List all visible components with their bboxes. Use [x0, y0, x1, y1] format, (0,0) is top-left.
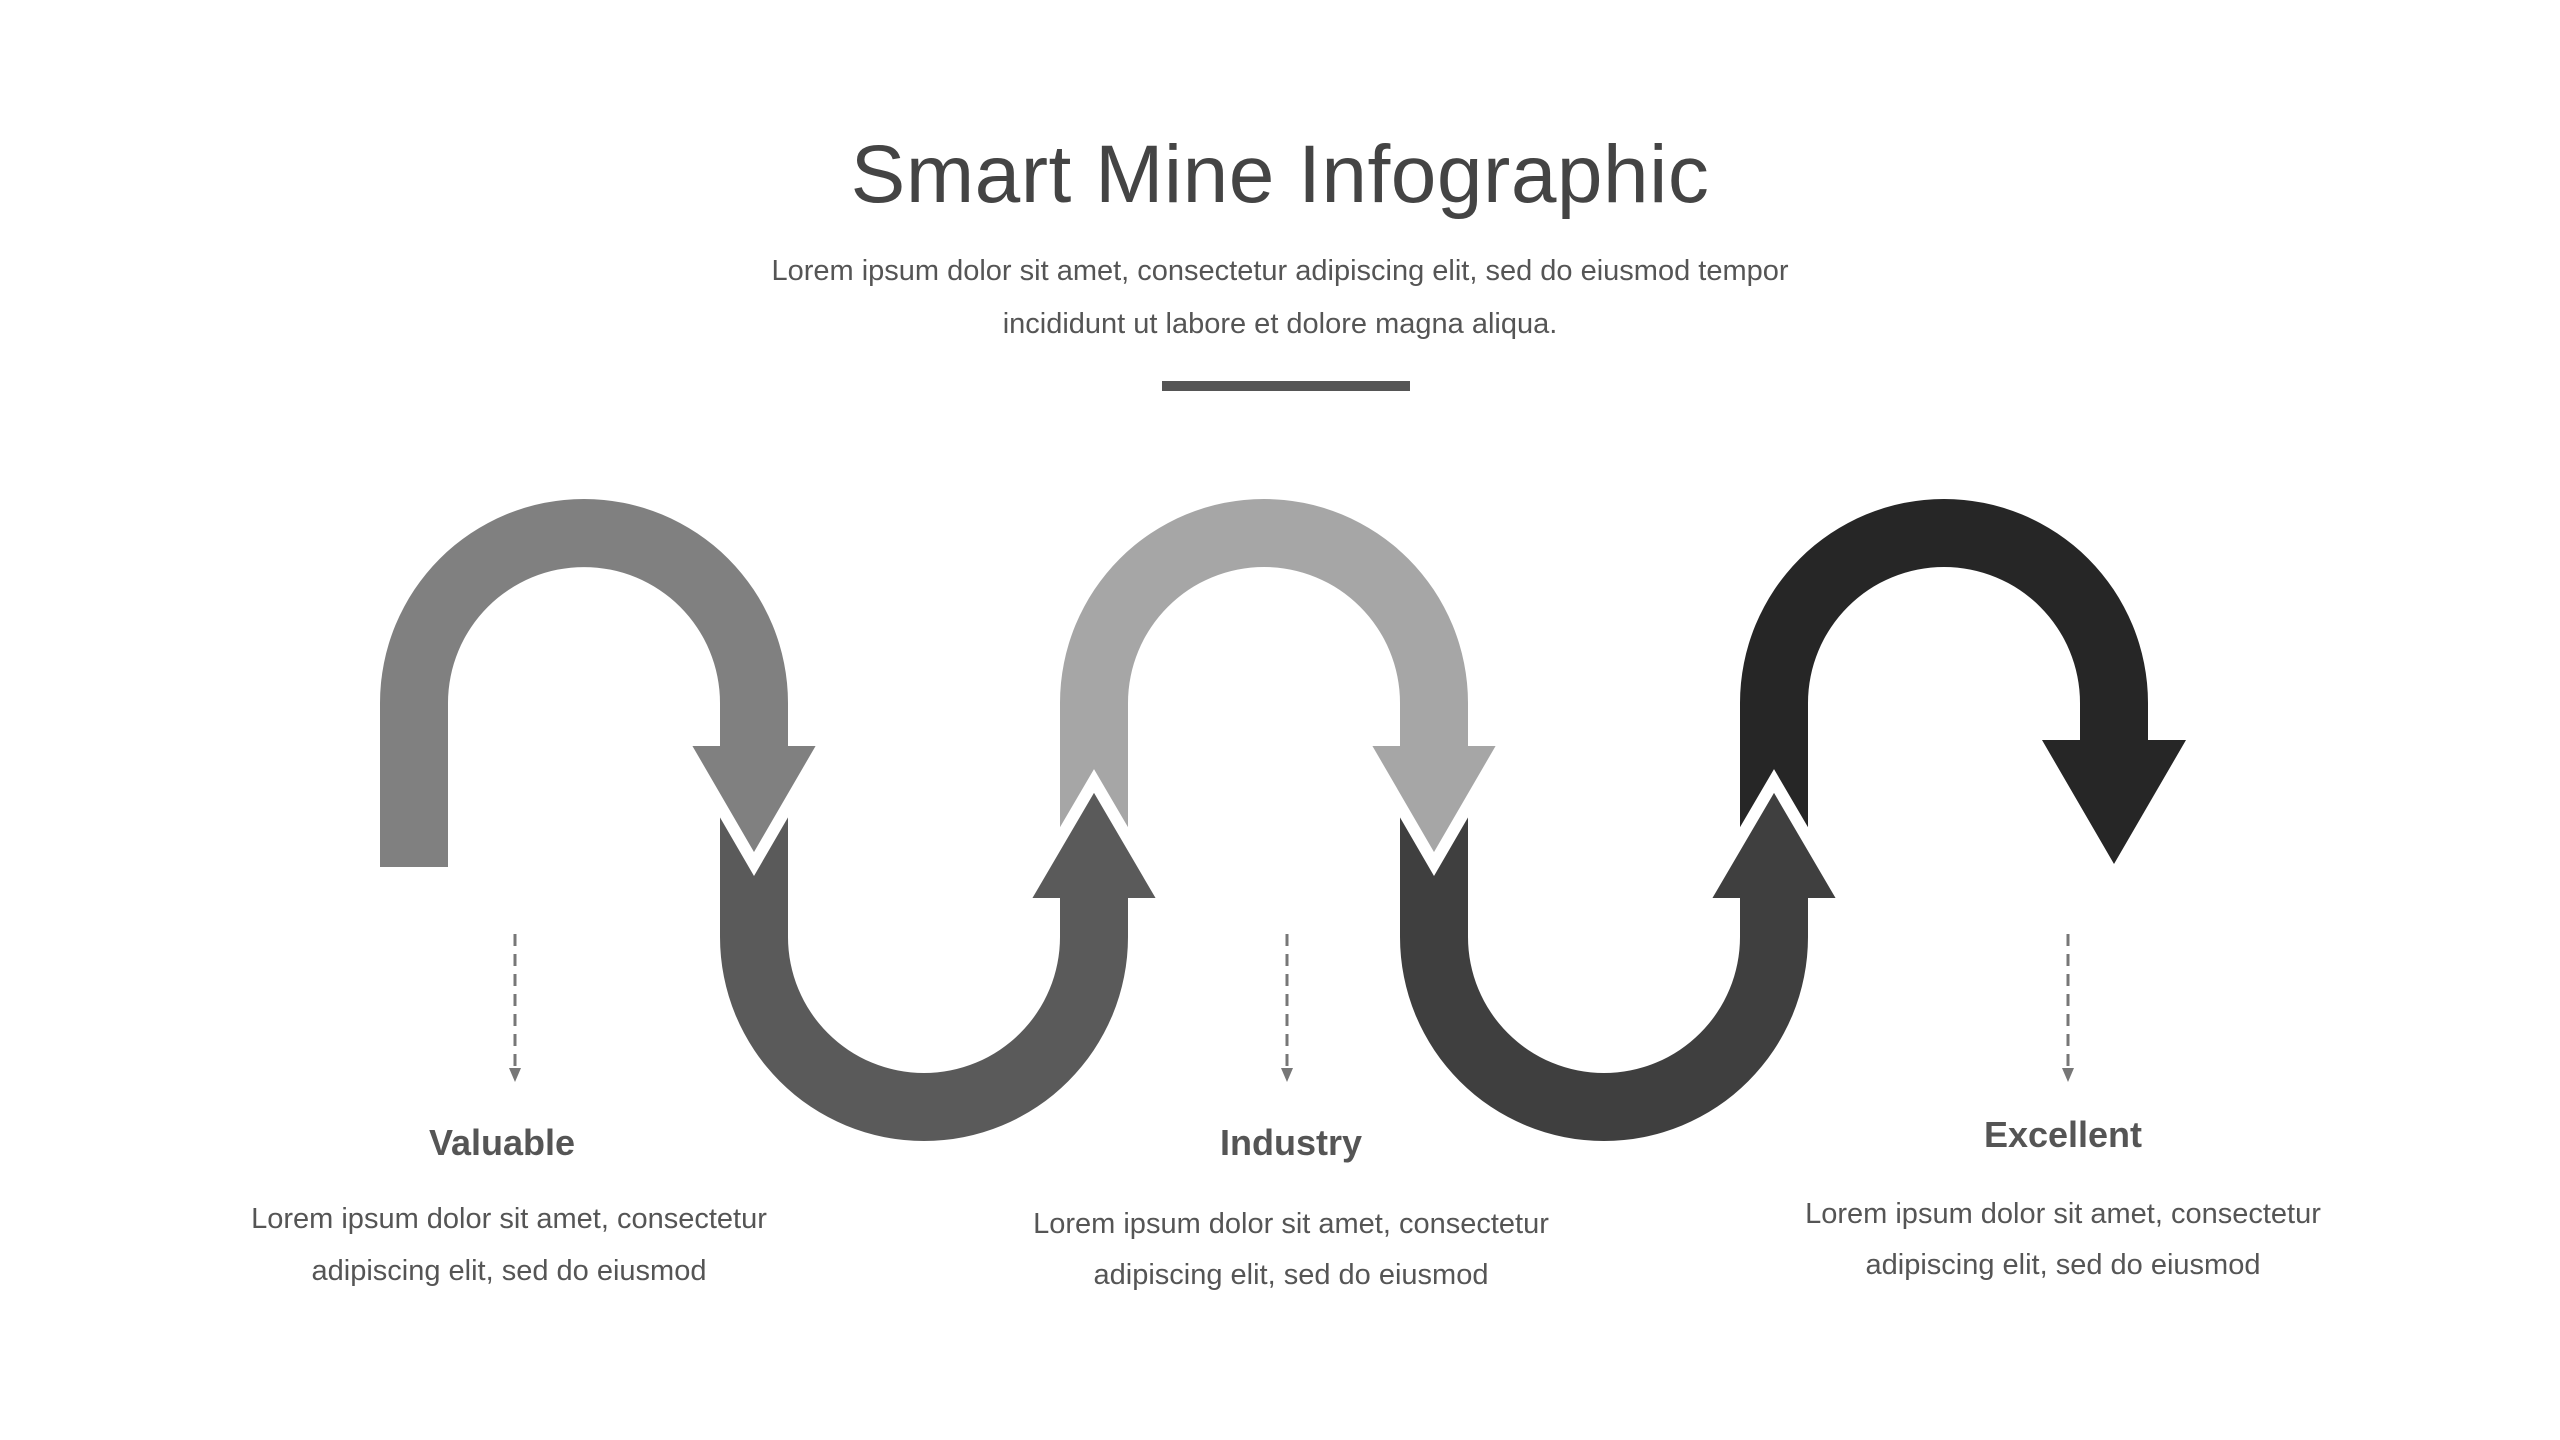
arrowhead-down-5	[2042, 740, 2186, 864]
item-title-excellent: Excellent	[1983, 1114, 2143, 1155]
item-text-valuable-line-2: adipiscing elit, sed do eiusmod	[311, 1255, 707, 1287]
arrow-stem-segment	[720, 725, 788, 748]
page-title: Smart Mine Infographic	[850, 129, 1710, 220]
item-text-industry-line-2: adipiscing elit, sed do eiusmod	[1093, 1259, 1489, 1291]
item-text-excellent-line-2: adipiscing elit, sed do eiusmod	[1865, 1249, 2261, 1281]
arrow-segment-5	[1740, 499, 2148, 872]
item-text-industry-line-1: Lorem ipsum dolor sit amet, consectetur	[1033, 1208, 1549, 1240]
arrowhead-up-4	[1691, 769, 1857, 910]
arrow-segment-2	[720, 808, 1128, 1141]
arrow-segment-4	[1400, 808, 1808, 1141]
arrowhead-down-1	[671, 734, 837, 876]
item-title-valuable: Valuable	[428, 1122, 576, 1163]
arrow-down-icon	[2062, 1068, 2074, 1082]
arrow-stem-segment	[1060, 896, 1128, 920]
subtitle-line-2: incididunt ut labore et dolore magna ali…	[1002, 308, 1558, 340]
arrow-stem-segment	[1400, 725, 1468, 748]
arrow-down-icon	[1281, 1068, 1293, 1082]
subtitle-line-1: Lorem ipsum dolor sit amet, consectetur …	[771, 255, 1789, 287]
arrow-segment-3	[1060, 499, 1468, 872]
item-text-excellent-line-1: Lorem ipsum dolor sit amet, consectetur	[1805, 1198, 2321, 1230]
arrow-segment-1	[380, 499, 788, 867]
arrow-stem-segment	[1740, 896, 1808, 920]
item-title-industry: Industry	[1219, 1122, 1362, 1163]
arrow-down-icon	[509, 1068, 521, 1082]
arrowhead-down-3	[1351, 734, 1517, 876]
item-text-valuable-line-1: Lorem ipsum dolor sit amet, consectetur	[251, 1203, 767, 1235]
arrowhead-up-2	[1011, 769, 1177, 910]
title-divider	[1162, 381, 1410, 391]
